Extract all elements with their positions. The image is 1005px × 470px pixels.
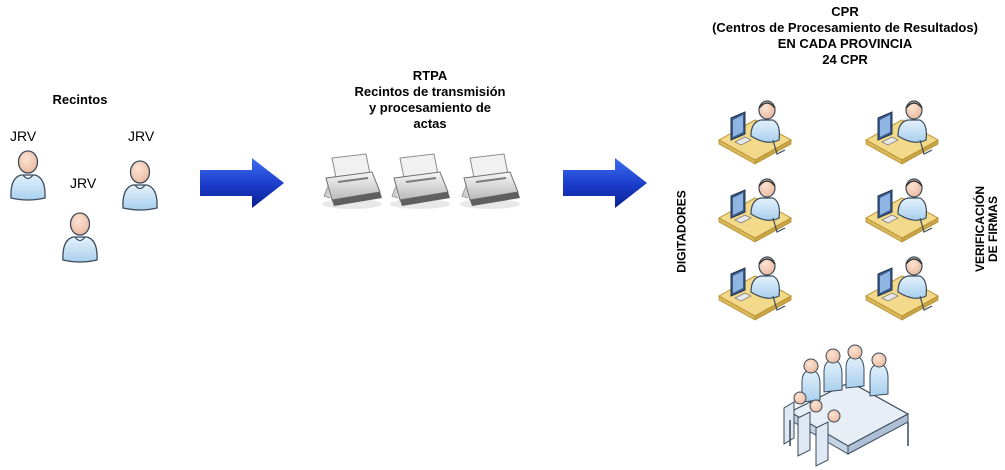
- recintos-title: Recintos: [52, 92, 108, 107]
- rtpa-title: RTPA Recintos de transmisión y procesami…: [354, 68, 506, 131]
- jrv-label: JRV: [128, 128, 155, 144]
- person-icon: [62, 212, 98, 263]
- jrv-label: JRV: [70, 175, 97, 191]
- operator-workstation-icon: [865, 100, 939, 165]
- operator-workstation-icon: [718, 178, 792, 243]
- operator-workstation-icon: [865, 178, 939, 243]
- operator-workstation-icon: [865, 256, 939, 321]
- jrv-label: JRV: [10, 128, 37, 144]
- cpr-title: CPR (Centros de Procesamiento de Resulta…: [712, 4, 978, 67]
- operator-workstation-icon: [718, 100, 792, 165]
- arrow-right-icon: [563, 158, 647, 208]
- digitadores-label: DIGITADORES: [674, 190, 689, 273]
- meeting-table-icon: [783, 344, 910, 467]
- scanner-icon: [459, 153, 521, 210]
- scanner-icon: [321, 153, 383, 210]
- verificacion-label: VERIFICACIÓN DE FIRMAS: [973, 186, 1000, 273]
- person-icon: [122, 160, 158, 211]
- scanner-icon: [389, 153, 451, 210]
- person-icon: [10, 150, 46, 201]
- arrow-right-icon: [200, 158, 284, 208]
- operator-workstation-icon: [718, 256, 792, 321]
